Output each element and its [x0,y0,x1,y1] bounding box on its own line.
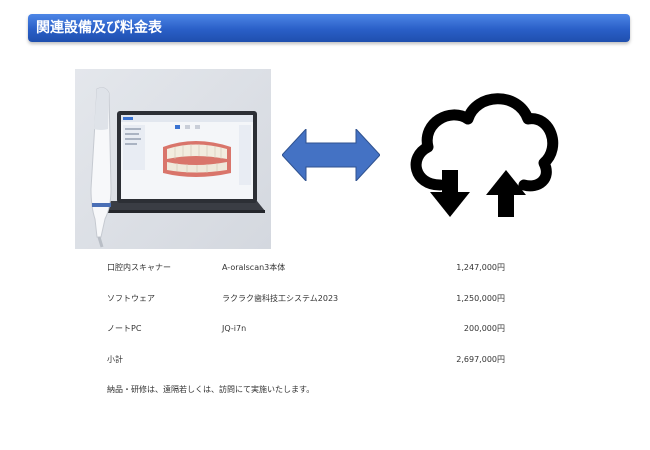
item-price: 200,000円 [463,324,505,333]
item-name: ソフトウェア [107,294,155,303]
table-row: ノートPC JQ-i7n 200,000円 [0,322,650,336]
item-model: ラクラク歯科技工システム2023 [222,294,339,303]
item-price: 1,250,000円 [456,294,505,303]
item-price: 1,247,000円 [456,263,505,272]
item-model: A-oralscan3本体 [222,263,286,272]
delivery-note: 納品・研修は、遠隔若しくは、訪問にて実施いたします。 [107,385,315,394]
scanner-laptop-photo [75,69,271,249]
table-row: 口腔内スキャナー A-oralscan3本体 1,247,000円 [0,261,650,275]
cloud-sync-icon [410,93,559,217]
item-name: ノートPC [107,324,142,333]
subtotal-price: 2,697,000円 [456,355,505,364]
slide-title: 関連設備及び料金表 [28,14,630,42]
table-row: ソフトウェア ラクラク歯科技工システム2023 1,250,000円 [0,292,650,306]
bidirectional-arrow-icon [282,129,380,181]
item-model: JQ-i7n [222,324,247,333]
subtotal-row: 小計 2,697,000円 [0,353,650,367]
subtotal-label: 小計 [107,355,123,364]
item-name: 口腔内スキャナー [107,263,171,272]
